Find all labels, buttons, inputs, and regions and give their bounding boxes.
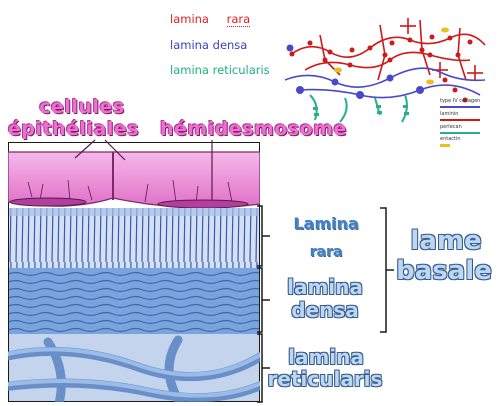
- label-lamina-reticularis-1: lamina: [266, 346, 386, 368]
- label-lamina-densa-1: lamina: [270, 276, 380, 298]
- label-lame: lame: [396, 226, 496, 256]
- label-lamina-reticularis-2: reticularis: [262, 368, 388, 390]
- label-lamina-rara-1: Lamina: [276, 214, 376, 233]
- label-lamina-rara-2: rara: [276, 244, 376, 260]
- label-lamina-densa-2: densa: [270, 299, 380, 321]
- label-basale: basale: [392, 256, 496, 286]
